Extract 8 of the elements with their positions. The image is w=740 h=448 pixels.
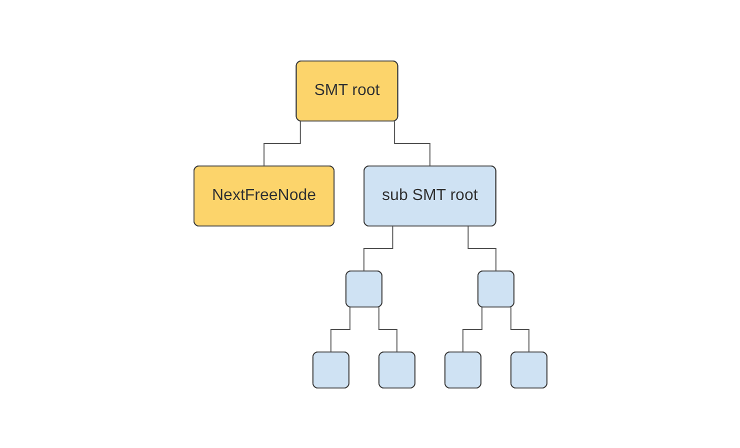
connector: [263, 120, 300, 166]
connector: [462, 306, 482, 352]
connector: [362, 226, 393, 272]
connector: [467, 226, 496, 272]
connector: [510, 306, 530, 352]
connector: [378, 306, 398, 352]
connector: [394, 120, 430, 166]
connector: [330, 306, 350, 352]
